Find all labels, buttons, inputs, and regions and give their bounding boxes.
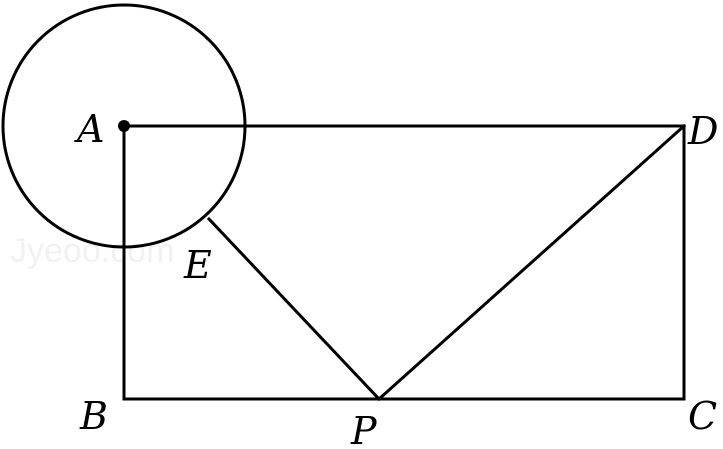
segment-pd <box>376 123 687 402</box>
label-d: D <box>687 109 718 153</box>
point-a-dot <box>118 120 130 132</box>
label-c: C <box>688 394 717 438</box>
watermark-text: Jyeoo.com <box>10 232 174 270</box>
label-e: E <box>183 243 212 287</box>
label-a: A <box>74 107 104 151</box>
segment-ep <box>206 216 382 402</box>
label-p: P <box>350 409 378 449</box>
label-b: B <box>79 394 108 438</box>
